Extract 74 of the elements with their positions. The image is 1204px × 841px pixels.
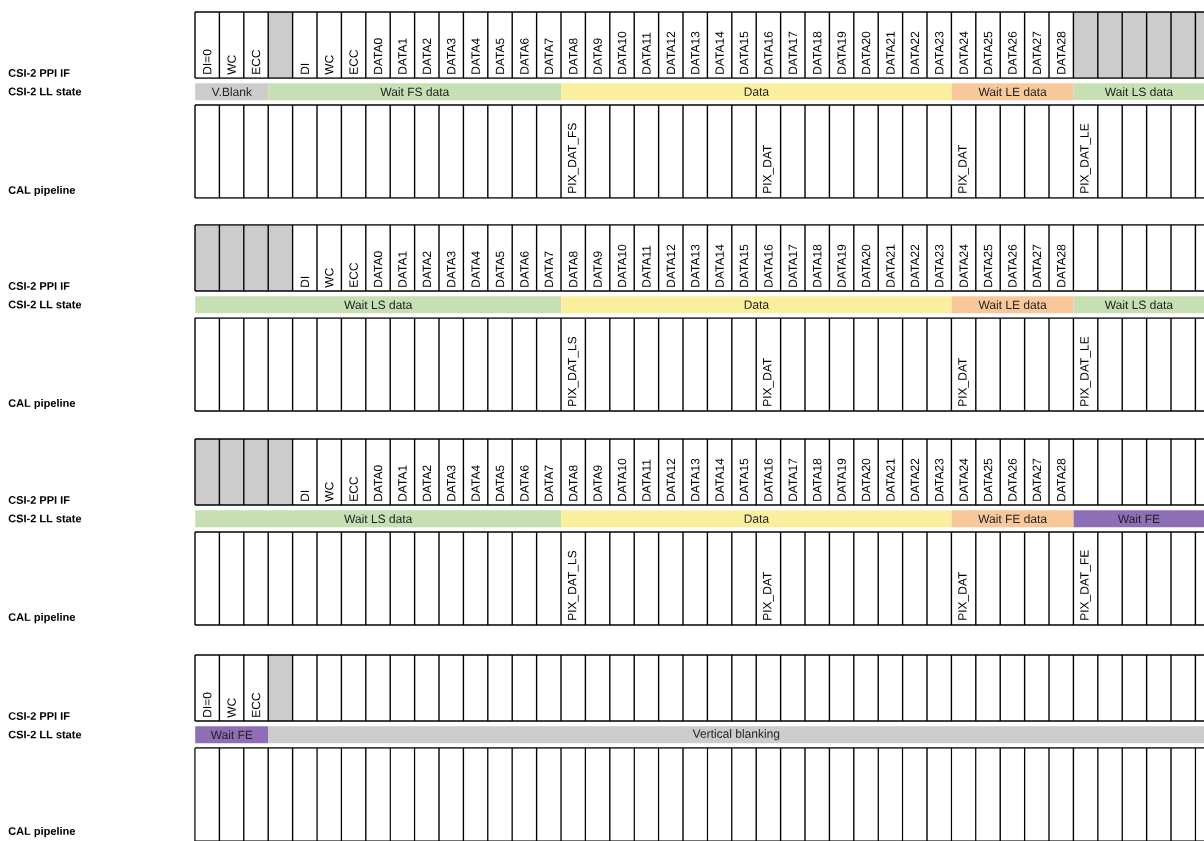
packet-field-label: ECC xyxy=(251,692,261,717)
state-band: Wait FE xyxy=(195,726,269,744)
packet-field-label: DATA7 xyxy=(544,38,553,74)
state-band: V.Blank xyxy=(195,83,269,101)
pipeline-event-label: PIX_DAT xyxy=(958,144,969,193)
pipeline-event-label: PIX_DAT_LS xyxy=(567,336,579,406)
packet-field-label: DATA28 xyxy=(1056,458,1066,501)
packet-field-label: DATA25 xyxy=(983,244,993,287)
pipeline-event-label: PIX_DAT xyxy=(958,571,969,620)
row-label: CSI-2 LL state xyxy=(8,514,82,523)
pipeline-event-label: PIX_DAT_FE xyxy=(1080,550,1091,620)
packet-field-label: DATA9 xyxy=(593,38,602,74)
packet-field-label: DATA24 xyxy=(959,244,968,287)
packet-field-label: DATA9 xyxy=(593,251,602,287)
packet-field-label: DATA25 xyxy=(983,458,993,501)
row-label: CSI-2 LL state xyxy=(8,87,82,96)
state-band: Data xyxy=(561,296,952,314)
packet-field-label: DATA8 xyxy=(568,465,578,501)
packet-field-label: DATA28 xyxy=(1056,31,1066,74)
packet-field-label: DATA8 xyxy=(568,251,578,287)
packet-field-label: DATA24 xyxy=(959,31,968,74)
packet-field-label: DATA22 xyxy=(910,244,919,287)
state-band: Wait LE data xyxy=(951,296,1074,314)
packet-field-label: DATA7 xyxy=(544,251,553,287)
packet-field-label: DATA8 xyxy=(568,38,578,74)
pipeline-event-label: PIX_DAT_FS xyxy=(567,123,579,193)
state-band: Data xyxy=(561,83,952,101)
packet-field-label: DATA22 xyxy=(910,458,919,501)
row-label: CSI-2 LL state xyxy=(8,730,82,739)
packet-field-label: DATA23 xyxy=(934,458,944,501)
packet-field-label: DATA27 xyxy=(1032,458,1041,501)
packet-field-label: DI xyxy=(300,63,309,74)
packet-field-label: ECC xyxy=(251,49,261,74)
packet-field-label: DATA27 xyxy=(1032,244,1041,287)
row-label: CSI-2 PPI IF xyxy=(8,282,70,290)
state-band: Wait LE data xyxy=(951,83,1074,101)
state-band: Wait FE xyxy=(1073,510,1204,528)
pipeline-event-label: PIX_DAT xyxy=(763,144,774,193)
row-label: CSI-2 PPI IF xyxy=(8,496,70,504)
packet-field-label: DATA9 xyxy=(593,465,602,501)
state-band: Data xyxy=(561,510,952,528)
row-label: CSI-2 PPI IF xyxy=(8,712,70,720)
packet-field-label: DATA6 xyxy=(520,465,529,501)
row-label: CAL pipeline xyxy=(8,826,76,838)
row-label: CSI-2 LL state xyxy=(8,300,82,309)
pipeline-event-label: PIX_DAT_LE xyxy=(1080,123,1091,193)
state-band: Wait LS data xyxy=(195,510,562,528)
packet-field-label: DATA28 xyxy=(1056,244,1066,287)
state-band: Vertical blanking xyxy=(268,726,1204,744)
packet-field-label: DATA25 xyxy=(983,31,993,74)
row-label: CSI-2 PPI IF xyxy=(8,69,70,77)
row-label: CAL pipeline xyxy=(8,398,76,410)
pipeline-event-label: PIX_DAT xyxy=(763,571,774,620)
state-band: Wait FS data xyxy=(268,83,562,101)
row-label: CAL pipeline xyxy=(8,185,76,197)
pipeline-event-label: PIX_DAT xyxy=(958,357,969,406)
packet-field-label: DATA6 xyxy=(520,251,529,287)
state-band: Wait LS data xyxy=(195,296,562,314)
packet-field-label: WC xyxy=(227,55,236,75)
pipeline-event-label: PIX_DAT_LE xyxy=(1080,336,1091,406)
state-band: Wait LS data xyxy=(1073,296,1204,314)
packet-field-label: DATA23 xyxy=(934,244,944,287)
packet-field-label: DATA24 xyxy=(959,458,968,501)
packet-field-label: DATA22 xyxy=(910,31,919,74)
state-band: Wait LS data xyxy=(1073,83,1204,101)
state-band: Wait FE data xyxy=(951,510,1074,528)
packet-field-label: DATA6 xyxy=(520,38,529,74)
packet-field-label: DATA7 xyxy=(544,465,553,501)
pipeline-event-label: PIX_DAT xyxy=(763,357,774,406)
packet-field-label: DATA27 xyxy=(1032,31,1041,74)
packet-field-label: DATA23 xyxy=(934,31,944,74)
packet-field-label: WC xyxy=(227,698,236,718)
row-label: CAL pipeline xyxy=(8,612,76,624)
pipeline-event-label: PIX_DAT_LS xyxy=(567,550,579,620)
